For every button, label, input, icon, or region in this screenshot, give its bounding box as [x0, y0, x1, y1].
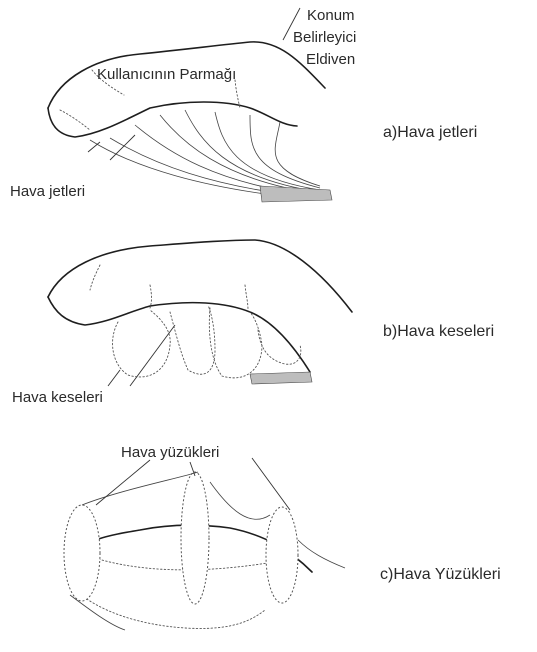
caption-a: a)Hava jetleri — [383, 124, 477, 141]
air-ring — [181, 472, 209, 604]
finger-joint — [150, 285, 152, 308]
air-bladder — [209, 308, 262, 378]
caption-b: b)Hava keseleri — [383, 323, 494, 340]
label-eldiven: Eldiven — [306, 51, 355, 68]
finger-outline — [48, 297, 310, 372]
air-ring — [64, 505, 100, 601]
air-ring-tube — [82, 472, 198, 505]
air-ring-tube — [70, 595, 125, 630]
finger-joint — [90, 265, 100, 290]
caption-c: c)Hava Yüzükleri — [380, 566, 501, 583]
panel-b-air-bladders: Hava keseleri b)Hava keseleri — [12, 240, 494, 406]
leader-line — [88, 142, 100, 152]
leader-line — [252, 458, 290, 510]
glove-outline — [48, 240, 352, 312]
label-air-jets: Hava jetleri — [10, 183, 85, 200]
air-jet-tube — [215, 112, 320, 190]
air-ring-tube — [298, 540, 345, 568]
label-konum: Konum — [307, 7, 355, 24]
air-bladder — [258, 330, 301, 364]
air-jet-bundle — [260, 186, 332, 202]
leader-line — [108, 370, 120, 386]
finger-joint — [245, 285, 248, 310]
leader-line — [96, 460, 150, 505]
air-ring-tube — [210, 482, 270, 519]
air-jet-tube — [185, 110, 320, 192]
air-jet-tube — [275, 122, 320, 186]
finger-joint — [60, 110, 90, 130]
leader-line — [110, 135, 135, 160]
air-ring — [266, 507, 298, 603]
air-jet-tube — [160, 115, 320, 194]
panel-a-air-jets: Konum Belirleyici Eldiven Kullanıcının P… — [10, 7, 477, 202]
air-bladder-tube-bundle — [250, 372, 312, 384]
label-air-rings: Hava yüzükleri — [121, 444, 219, 461]
air-bladder — [170, 305, 215, 374]
label-belirleyici: Belirleyici — [293, 29, 356, 46]
label-air-bladders: Hava keseleri — [12, 389, 103, 406]
label-finger: Kullanıcının Parmağı — [97, 66, 236, 83]
finger-underside — [75, 590, 265, 628]
finger-outline — [48, 102, 297, 137]
panel-c-air-rings: Hava yüzükleri c)Hava Yüzükleri — [64, 444, 501, 630]
